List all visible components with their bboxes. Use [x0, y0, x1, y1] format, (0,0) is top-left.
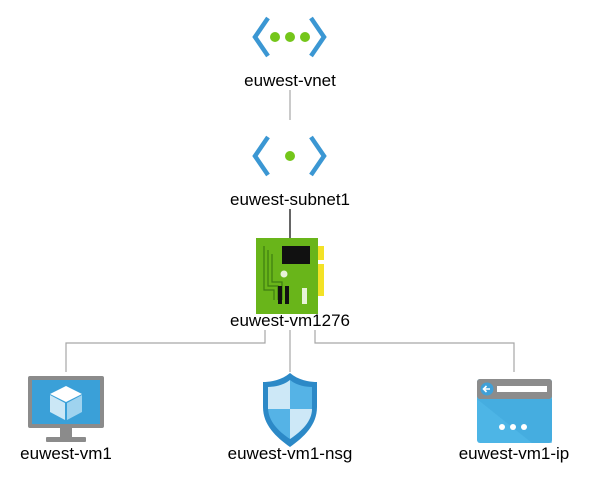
node-label-vnet: euwest-vnet [244, 71, 336, 90]
connectors [65, 90, 515, 372]
node-label-nic: euwest-vm1276 [229, 311, 351, 330]
node-label-subnet: euwest-subnet1 [229, 190, 351, 209]
edge-nic-vm [65, 330, 266, 372]
node-label-vm: euwest-vm1 [20, 444, 112, 463]
subnet-icon[interactable] [252, 135, 327, 177]
node-label-nsg: euwest-vm1-nsg [227, 444, 353, 463]
virtual-machine-icon[interactable] [28, 376, 104, 442]
public-ip-address-icon[interactable] [477, 379, 552, 443]
edge-nic-ip [314, 330, 515, 372]
node-label-ip: euwest-vm1-ip [458, 444, 570, 463]
network-interface-icon[interactable] [256, 238, 324, 314]
virtual-network-icon[interactable] [252, 16, 327, 58]
network-security-group-icon[interactable] [263, 373, 317, 447]
